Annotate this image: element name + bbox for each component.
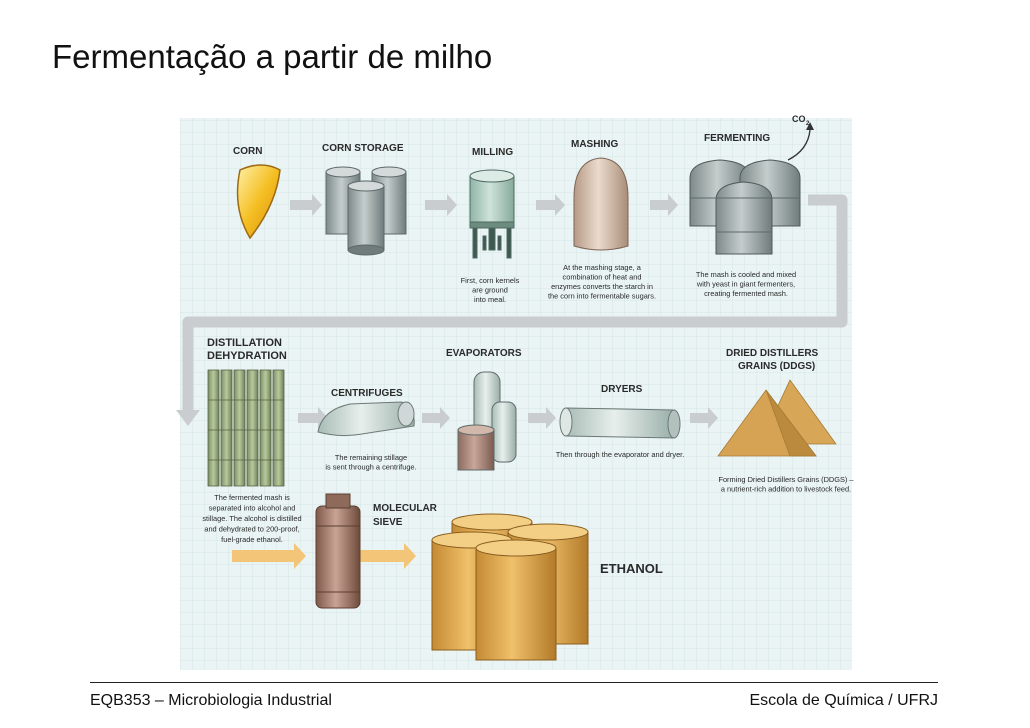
flow-arrows: [176, 194, 848, 429]
corn-kernel-icon: [236, 164, 281, 240]
centrifuge-icon: [317, 401, 415, 437]
stage-label-co2: CO: [792, 114, 806, 124]
slide-title: Fermentação a partir de milho: [52, 38, 493, 75]
milling-hopper-icon: [469, 169, 515, 259]
molecular-sieve-icon: [315, 493, 361, 609]
caption-dryers-line: Then through the evaporator and dryer.: [556, 450, 685, 459]
caption-milling-line: First, corn kernels: [461, 276, 520, 285]
caption-mashing-line: the corn into fermentable sugars.: [548, 292, 656, 301]
stage-label-fermenting: FERMENTING: [704, 133, 770, 144]
co2-arrow-icon: [787, 129, 811, 161]
stage-label-evaporators: EVAPORATORS: [446, 348, 522, 359]
stage-label-centrifuges: CENTRIFUGES: [331, 388, 403, 399]
stage-label-ddgs-line1: DRIED DISTILLERS: [726, 348, 819, 359]
stage-label-dryers: DRYERS: [601, 384, 643, 395]
ethanol-tanks-icon: [431, 513, 589, 661]
caption-fermenting-line: creating fermented mash.: [704, 289, 788, 298]
caption-mashing-line: combination of heat and: [563, 273, 642, 282]
evaporators-icon: [457, 371, 517, 471]
corn-storage-silos-icon: [325, 166, 407, 256]
caption-distillation-line: The fermented mash is: [214, 493, 290, 502]
caption-fermenting-line: The mash is cooled and mixed: [696, 270, 796, 279]
stage-label-mashing: MASHING: [571, 139, 618, 150]
stage-label-corn: CORN: [233, 146, 262, 157]
caption-milling-line: into meal.: [474, 295, 506, 304]
stage-label-milling: MILLING: [472, 147, 513, 158]
stage-label-ddgs-line2: GRAINS (DDGS): [738, 361, 815, 372]
ethanol-flow-arrows: [232, 543, 416, 569]
ddgs-piles-icon: [717, 379, 837, 457]
stage-label-molecular: MOLECULAR: [373, 503, 438, 514]
stage-label-co2-subscript: 2: [806, 121, 810, 127]
footer-rule: [90, 682, 938, 683]
dryer-drum-icon: [559, 407, 681, 439]
caption-ddgs-line: Forming Dried Distillers Grains (DDGS) –: [718, 475, 854, 484]
stage-label-corn-storage: CORN STORAGE: [322, 143, 404, 154]
caption-distillation-line: stillage. The alcohol is distilled: [202, 514, 301, 523]
mashing-tank-icon: [573, 157, 629, 251]
footer-school: Escola de Química / UFRJ: [749, 692, 939, 709]
caption-centrifuges-line: is sent through a centrifuge.: [325, 463, 416, 472]
caption-fermenting-line: with yeast in giant fermenters,: [696, 280, 795, 289]
stage-label-dehydration: DEHYDRATION: [207, 350, 287, 362]
stage-label-sieve: SIEVE: [373, 517, 403, 528]
caption-mashing-line: At the mashing stage, a: [563, 263, 642, 272]
caption-distillation-line: and dehydrated to 200-proof,: [204, 525, 299, 534]
caption-distillation-line: fuel-grade ethanol.: [221, 535, 283, 544]
fermenting-tanks-icon: [689, 159, 801, 255]
footer-course: EQB353 – Microbiologia Industrial: [90, 692, 332, 709]
caption-distillation-line: separated into alcohol and: [209, 504, 296, 513]
distillation-columns-icon: [207, 369, 285, 487]
caption-ddgs-line: a nutrient-rich addition to livestock fe…: [721, 485, 851, 494]
stage-label-distillation: DISTILLATION: [207, 337, 282, 349]
caption-milling-line: are ground: [472, 286, 508, 295]
process-diagram: CORN CORN STORAGE MILLING MASHING FERMEN…: [176, 114, 854, 670]
caption-centrifuges-line: The remaining stillage: [335, 453, 407, 462]
caption-mashing-line: enzymes converts the starch in: [551, 282, 653, 291]
stage-label-ethanol: ETHANOL: [600, 561, 663, 576]
